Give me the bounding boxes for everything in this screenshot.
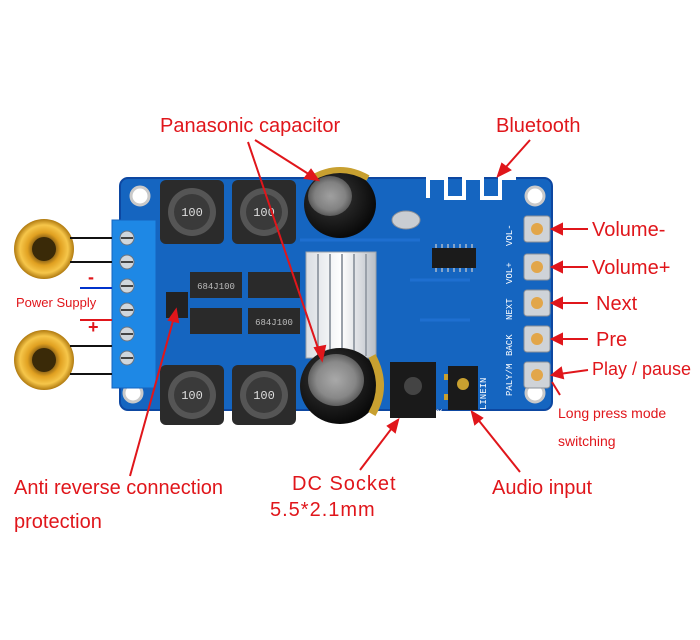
label-plus-sign: + <box>88 317 99 337</box>
silk-power: POWER <box>435 408 445 436</box>
terminal-block <box>111 219 157 389</box>
bluetooth-chip <box>432 244 476 272</box>
capacitor-bottom <box>300 348 384 424</box>
crystal <box>391 210 421 230</box>
label-dc-socket-2: 5.5*2.1mm <box>270 499 376 521</box>
heatsink <box>305 251 377 359</box>
label-anti-reverse-1: Anti reverse connection <box>14 477 224 499</box>
label-dc-socket-1: DC Socket <box>292 473 397 495</box>
protection-diode <box>166 292 188 318</box>
button-pre[interactable] <box>523 325 551 353</box>
silk-back: BACK <box>505 334 515 356</box>
silk-paly: PALY/M <box>505 364 515 396</box>
bluetooth-antenna <box>426 176 516 200</box>
label-bluetooth: Bluetooth <box>496 115 581 137</box>
inductor-marking: 100 <box>181 206 203 220</box>
inductor-top-left: 100 <box>160 180 224 244</box>
speaker-bottom <box>14 330 112 390</box>
chip-marking-2: 684J100 <box>255 318 293 328</box>
silkscreen-button-labels: VOL- VOL+ NEXT BACK PALY/M LINEIN POWER <box>435 224 515 436</box>
film-capacitors: 684J100 684J100 <box>190 272 300 334</box>
label-volume-plus: Volume+ <box>592 257 671 279</box>
silk-linein: LINEIN <box>479 378 489 410</box>
callout-arrows <box>129 139 589 477</box>
button-vol-plus[interactable] <box>523 253 551 281</box>
button-play-pause[interactable] <box>523 361 551 389</box>
inductor-bottom-right: 100 <box>232 365 296 425</box>
speaker-top <box>14 219 112 279</box>
silk-vol-plus: VOL+ <box>505 262 515 284</box>
label-anti-reverse-2: protection <box>14 511 102 533</box>
silk-vol-minus: VOL- <box>505 224 515 246</box>
audio-jack <box>444 366 478 410</box>
inductor-marking: 100 <box>253 206 275 220</box>
button-vol-minus[interactable] <box>523 215 551 243</box>
label-long-press-1: Long press mode <box>558 405 667 421</box>
chip-marking-1: 684J100 <box>197 282 235 292</box>
inductor-marking: 100 <box>181 389 203 403</box>
silk-next: NEXT <box>505 298 515 320</box>
inductor-marking: 100 <box>253 389 275 403</box>
label-pre: Pre <box>596 329 628 351</box>
label-panasonic-capacitor: Panasonic capacitor <box>160 115 341 137</box>
label-play-pause: Play / pause <box>592 359 692 379</box>
label-volume-minus: Volume- <box>592 219 666 241</box>
dc-socket <box>390 362 436 418</box>
inductor-bottom-left: 100 <box>160 365 224 425</box>
capacitor-top <box>304 167 376 238</box>
buttons <box>523 215 551 389</box>
label-long-press-2: switching <box>558 433 616 449</box>
label-minus-sign: - <box>88 267 94 287</box>
button-next[interactable] <box>523 289 551 317</box>
label-next: Next <box>596 293 638 315</box>
label-audio-input: Audio input <box>492 477 593 499</box>
label-power-supply: Power Supply <box>16 295 97 310</box>
